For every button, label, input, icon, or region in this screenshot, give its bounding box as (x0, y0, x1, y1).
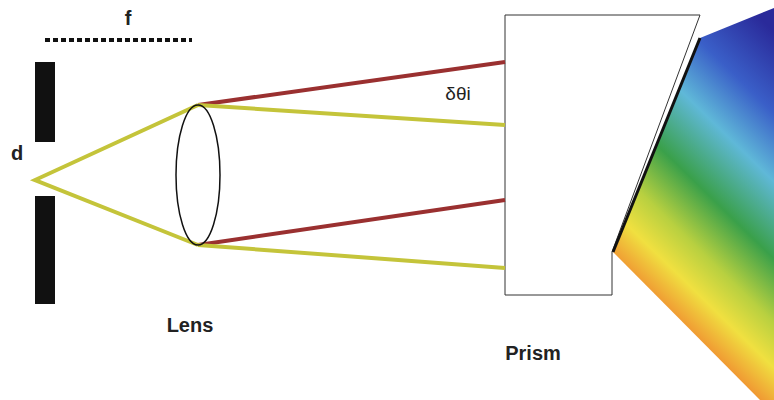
slit-jaw (35, 62, 55, 142)
source-ray (35, 105, 198, 245)
red-ray (198, 200, 505, 245)
prism (505, 15, 700, 295)
yellow-ray (198, 245, 505, 268)
prism-face (613, 38, 700, 252)
slit-jaw (35, 196, 55, 304)
dimension-label: d (11, 142, 23, 164)
lens (176, 105, 220, 245)
dimension-label: f (125, 7, 132, 29)
red-ray (198, 62, 505, 105)
yellow-ray (198, 105, 505, 125)
part-label: Prism (505, 342, 561, 364)
focal-length-line (45, 38, 192, 42)
angle-label: δθi (445, 84, 470, 105)
part-label: Lens (167, 314, 214, 336)
